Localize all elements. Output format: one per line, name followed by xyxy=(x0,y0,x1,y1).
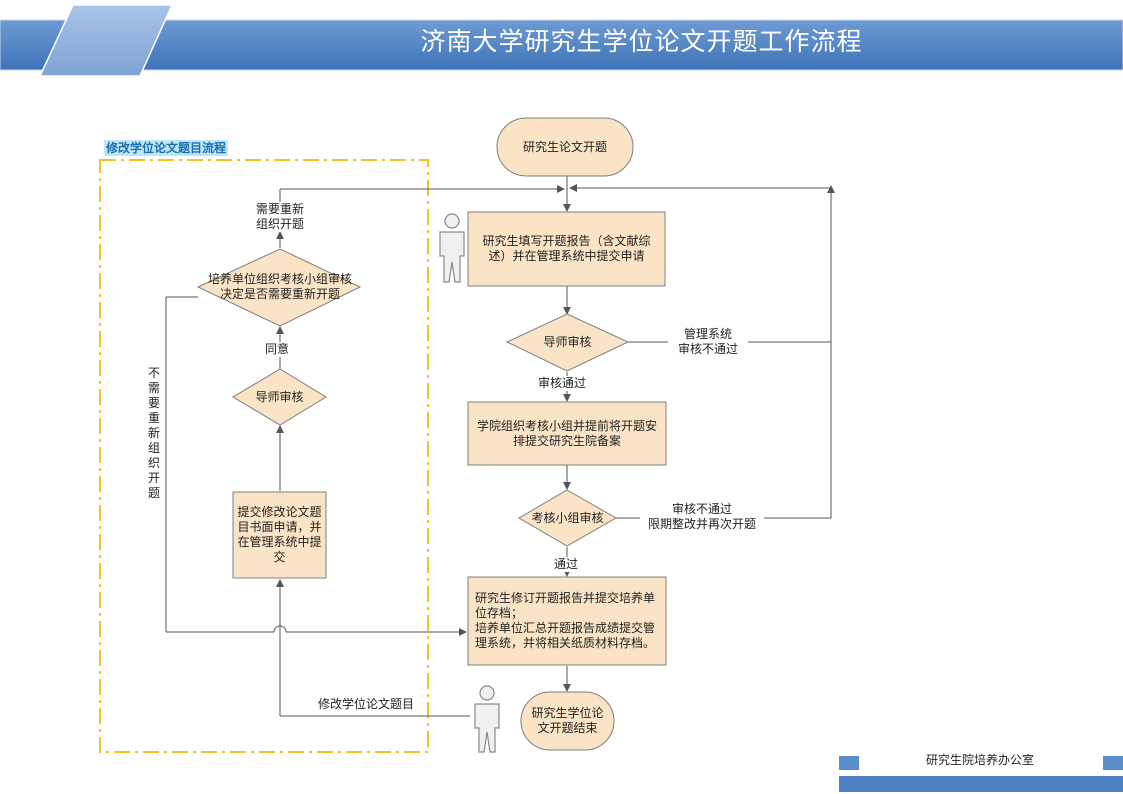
college-committee-node xyxy=(467,401,667,466)
footer-office: 研究生院培养办公室 xyxy=(925,753,1034,767)
panel-review-node xyxy=(518,489,618,547)
page-title: 济南大学研究生学位论文开题工作流程 xyxy=(420,27,863,56)
fill-report-text: 研究生填写开题报告（含文献综述）并在管理系统中提交申请 xyxy=(482,234,651,263)
footer-right-tab xyxy=(1103,756,1123,770)
person-icon xyxy=(439,213,465,283)
panel-review-text: 考核小组审核 xyxy=(531,510,604,525)
revise-submit-text: 研究生修订开题报告并提交培养单位存档； 培养单位汇总开题报告成绩提交管理系统，并… xyxy=(475,591,656,650)
side-section-title: 修改学位论文题目流程 xyxy=(104,140,229,156)
no-reopen-label: 不需要重新组织开题 xyxy=(147,366,160,500)
person-icon xyxy=(474,685,500,753)
review-pass-label: 审核通过 xyxy=(538,376,587,391)
advisor-review-side-text: 导师审核 xyxy=(255,389,304,404)
system-reject-label: 管理系统 审核不通过 xyxy=(668,327,748,357)
footer-left-tab xyxy=(839,756,859,770)
unit-decision-text: 培养单位组织考核小组审核决定是否需要重新开题 xyxy=(207,272,352,301)
college-committee-text: 学院组织考核小组并提前将开题安排提交研究生院备案 xyxy=(476,418,657,448)
need-reopen-label: 需要重新 组织开题 xyxy=(248,202,312,232)
start-node-text: 研究生论文开题 xyxy=(522,139,607,154)
advisor-review-main-node xyxy=(505,313,630,372)
submit-change-text: 提交修改论文题目书面申请，并在管理系统中提交 xyxy=(237,505,322,564)
pass-label: 通过 xyxy=(554,557,579,572)
change-title-label: 修改学位论文题目 xyxy=(318,697,415,711)
agree-label: 同意 xyxy=(265,342,290,357)
panel-reject-label: 审核不通过 限期整改并再次开题 xyxy=(640,502,764,532)
modify-title-group-border xyxy=(99,159,429,753)
revise-submit-node xyxy=(467,576,667,666)
unit-decision-node xyxy=(196,248,362,327)
advisor-review-side-node xyxy=(232,368,327,426)
submit-change-node xyxy=(232,491,327,579)
end-node xyxy=(520,691,615,751)
header-banner xyxy=(0,4,1123,77)
header-parallelogram xyxy=(38,4,174,77)
end-node-text: 研究生学位论文开题结束 xyxy=(531,706,604,735)
advisor-review-main-text: 导师审核 xyxy=(543,335,592,349)
footer-bar xyxy=(839,776,1123,792)
start-node xyxy=(496,117,634,177)
fill-report-node xyxy=(467,211,666,287)
